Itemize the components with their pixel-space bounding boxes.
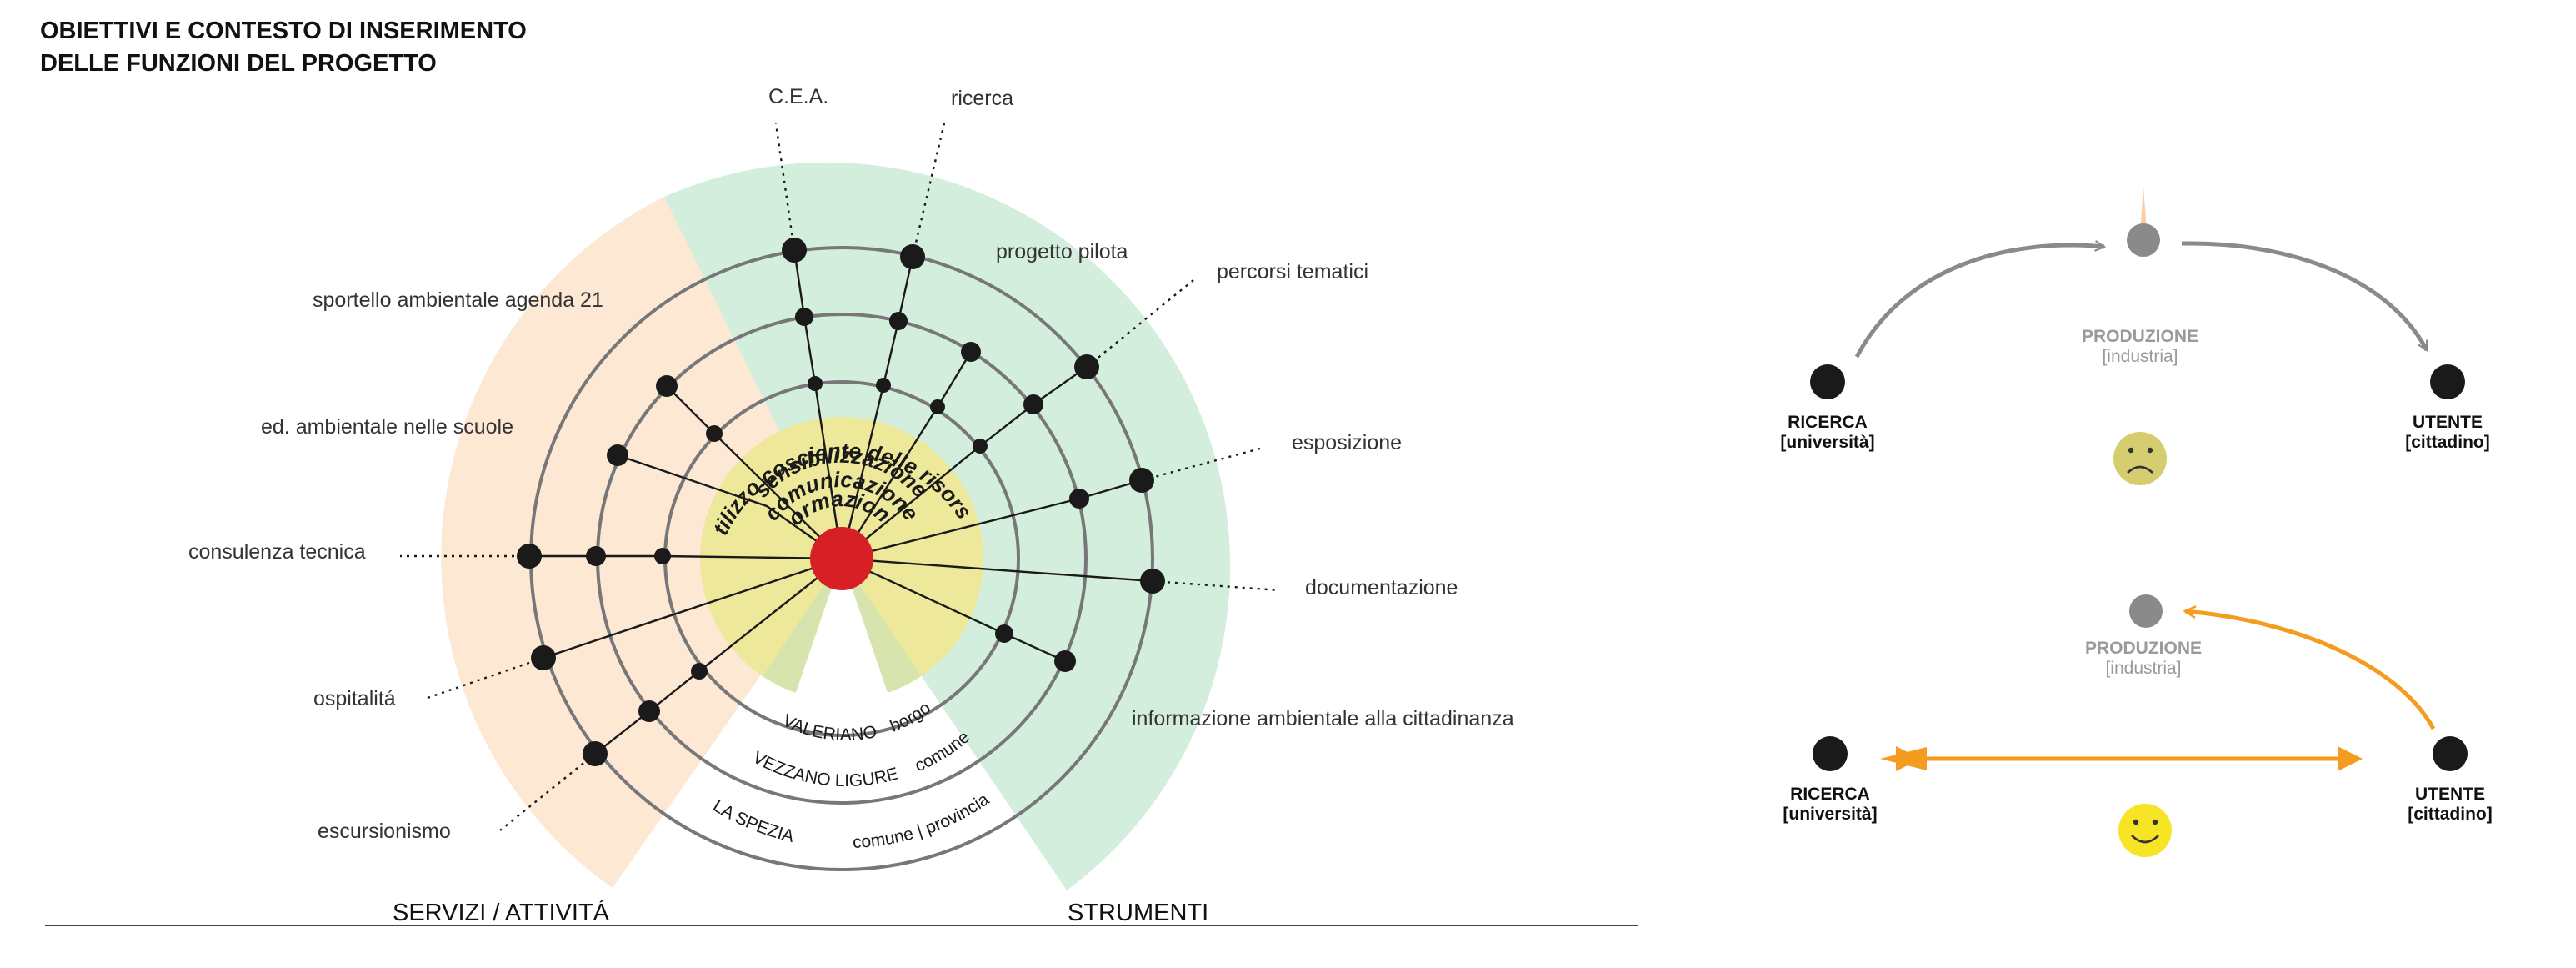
caption-ricerca-top: RICERCA [università] — [1780, 413, 1874, 453]
caption-produzione-top-sub: [industria] — [2102, 347, 2178, 366]
node-informazione-outer — [1054, 650, 1076, 672]
label-consulenza: consulenza tecnica — [188, 540, 366, 564]
node-ricerca-mid — [889, 312, 908, 330]
node-esposizione-outer — [1129, 468, 1154, 493]
node-esposizione-mid — [1069, 489, 1089, 509]
caption-produzione-bottom: PRODUZIONE [industria] — [2085, 639, 2202, 679]
label-ricerca: ricerca — [951, 87, 1014, 110]
node-cea-mid — [795, 308, 813, 326]
label-informazione: informazione ambientale alla cittadinanz… — [1132, 707, 1514, 730]
node-escursionismo-outer — [583, 741, 608, 766]
section-strumenti: STRUMENTI — [1068, 900, 1209, 926]
node-ricerca-bottom — [1813, 736, 1848, 771]
caption-produzione-top: PRODUZIONE [industria] — [2082, 327, 2198, 367]
node-ospitalita-outer — [531, 645, 556, 670]
leader-lines — [400, 123, 1280, 831]
node-cea-inner — [808, 376, 823, 391]
caption-ricerca-bottom-sub: [università] — [1783, 805, 1878, 824]
label-ospitalita: ospitalitá — [313, 687, 396, 710]
node-escursionismo-mid — [638, 700, 660, 722]
happy-face-icon — [2118, 804, 2172, 857]
node-pilota-inner — [930, 399, 945, 414]
node-documentazione-outer — [1140, 569, 1165, 594]
services-sector — [441, 197, 842, 888]
label-percorsi-tematici: percorsi tematici — [1217, 260, 1368, 283]
caption-produzione-top-title: PRODUZIONE — [2081, 327, 2199, 346]
bottom-white-wedge — [702, 559, 982, 967]
node-consulenza-mid — [586, 546, 606, 566]
label-esposizione: esposizione — [1292, 431, 1403, 454]
node-sportello-inner — [706, 425, 723, 442]
center-node — [810, 527, 873, 590]
node-utente-bottom — [2433, 736, 2468, 771]
scheme-top — [1810, 185, 2465, 485]
label-escursionismo: escursionismo — [318, 820, 451, 843]
node-ricerca-outer — [900, 244, 925, 269]
page-title: OBIETTIVI E CONTESTO DI INSERIMENTO DELL… — [40, 15, 527, 80]
caption-utente-top-sub: [cittadino] — [2405, 433, 2490, 452]
caption-utente-top-title: UTENTE — [2412, 413, 2483, 432]
scheme-bottom — [1813, 594, 2468, 857]
node-consulenza-outer — [517, 544, 542, 569]
caption-produzione-bottom-title: PRODUZIONE — [2084, 639, 2203, 658]
caption-utente-top: UTENTE [cittadino] — [2405, 413, 2489, 453]
arrow-utente-produzione — [2185, 611, 2436, 730]
node-produzione-bottom — [2129, 594, 2163, 628]
title-line-2: DELLE FUNZIONI DEL PROGETTO — [40, 50, 437, 77]
caption-utente-bottom-title: UTENTE — [2414, 785, 2485, 804]
node-consulenza-inner — [654, 548, 671, 564]
caption-ricerca-top-sub: [università] — [1780, 433, 1875, 452]
arrow-ricerca-produzione — [1854, 245, 2104, 359]
node-percorsi-mid — [1023, 394, 1043, 414]
node-utente-top — [2430, 364, 2465, 399]
node-cea-outer — [782, 238, 807, 263]
node-ricerca-top — [1810, 364, 1845, 399]
caption-ricerca-top-title: RICERCA — [1788, 413, 1868, 432]
caption-produzione-bottom-sub: [industria] — [2105, 659, 2182, 678]
section-servizi: SERVIZI / ATTIVITÁ — [393, 900, 609, 926]
arrow-ricerca-head — [1880, 747, 1927, 770]
node-sportello-mid — [656, 375, 678, 397]
node-escursionismo-inner — [691, 663, 708, 680]
node-percorsi-inner — [973, 439, 988, 454]
sad-face-icon — [2113, 432, 2167, 485]
caption-utente-bottom: UTENTE [cittadino] — [2408, 785, 2492, 825]
caption-ricerca-bottom: RICERCA [università] — [1783, 785, 1877, 825]
label-cea: C.E.A. — [768, 85, 829, 108]
label-ed-ambientale: ed. ambientale nelle scuole — [261, 415, 513, 439]
node-percorsi-outer — [1074, 354, 1099, 379]
label-sportello: sportello ambientale agenda 21 — [313, 288, 603, 312]
arrow-produzione-utente — [2181, 241, 2429, 350]
label-progetto-pilota: progetto pilota — [996, 240, 1128, 263]
title-line-1: OBIETTIVI E CONTESTO DI INSERIMENTO — [40, 18, 527, 44]
node-produzione-top — [2127, 223, 2160, 257]
node-ricerca-inner — [876, 378, 891, 393]
node-pilota-mid — [961, 342, 981, 362]
node-informazione-mid — [995, 624, 1013, 643]
caption-utente-bottom-sub: [cittadino] — [2408, 805, 2493, 824]
caption-ricerca-bottom-title: RICERCA — [1790, 785, 1870, 804]
node-ed-ambientale-mid — [607, 444, 628, 466]
function-nodes — [517, 238, 1165, 766]
label-documentazione: documentazione — [1305, 576, 1458, 599]
